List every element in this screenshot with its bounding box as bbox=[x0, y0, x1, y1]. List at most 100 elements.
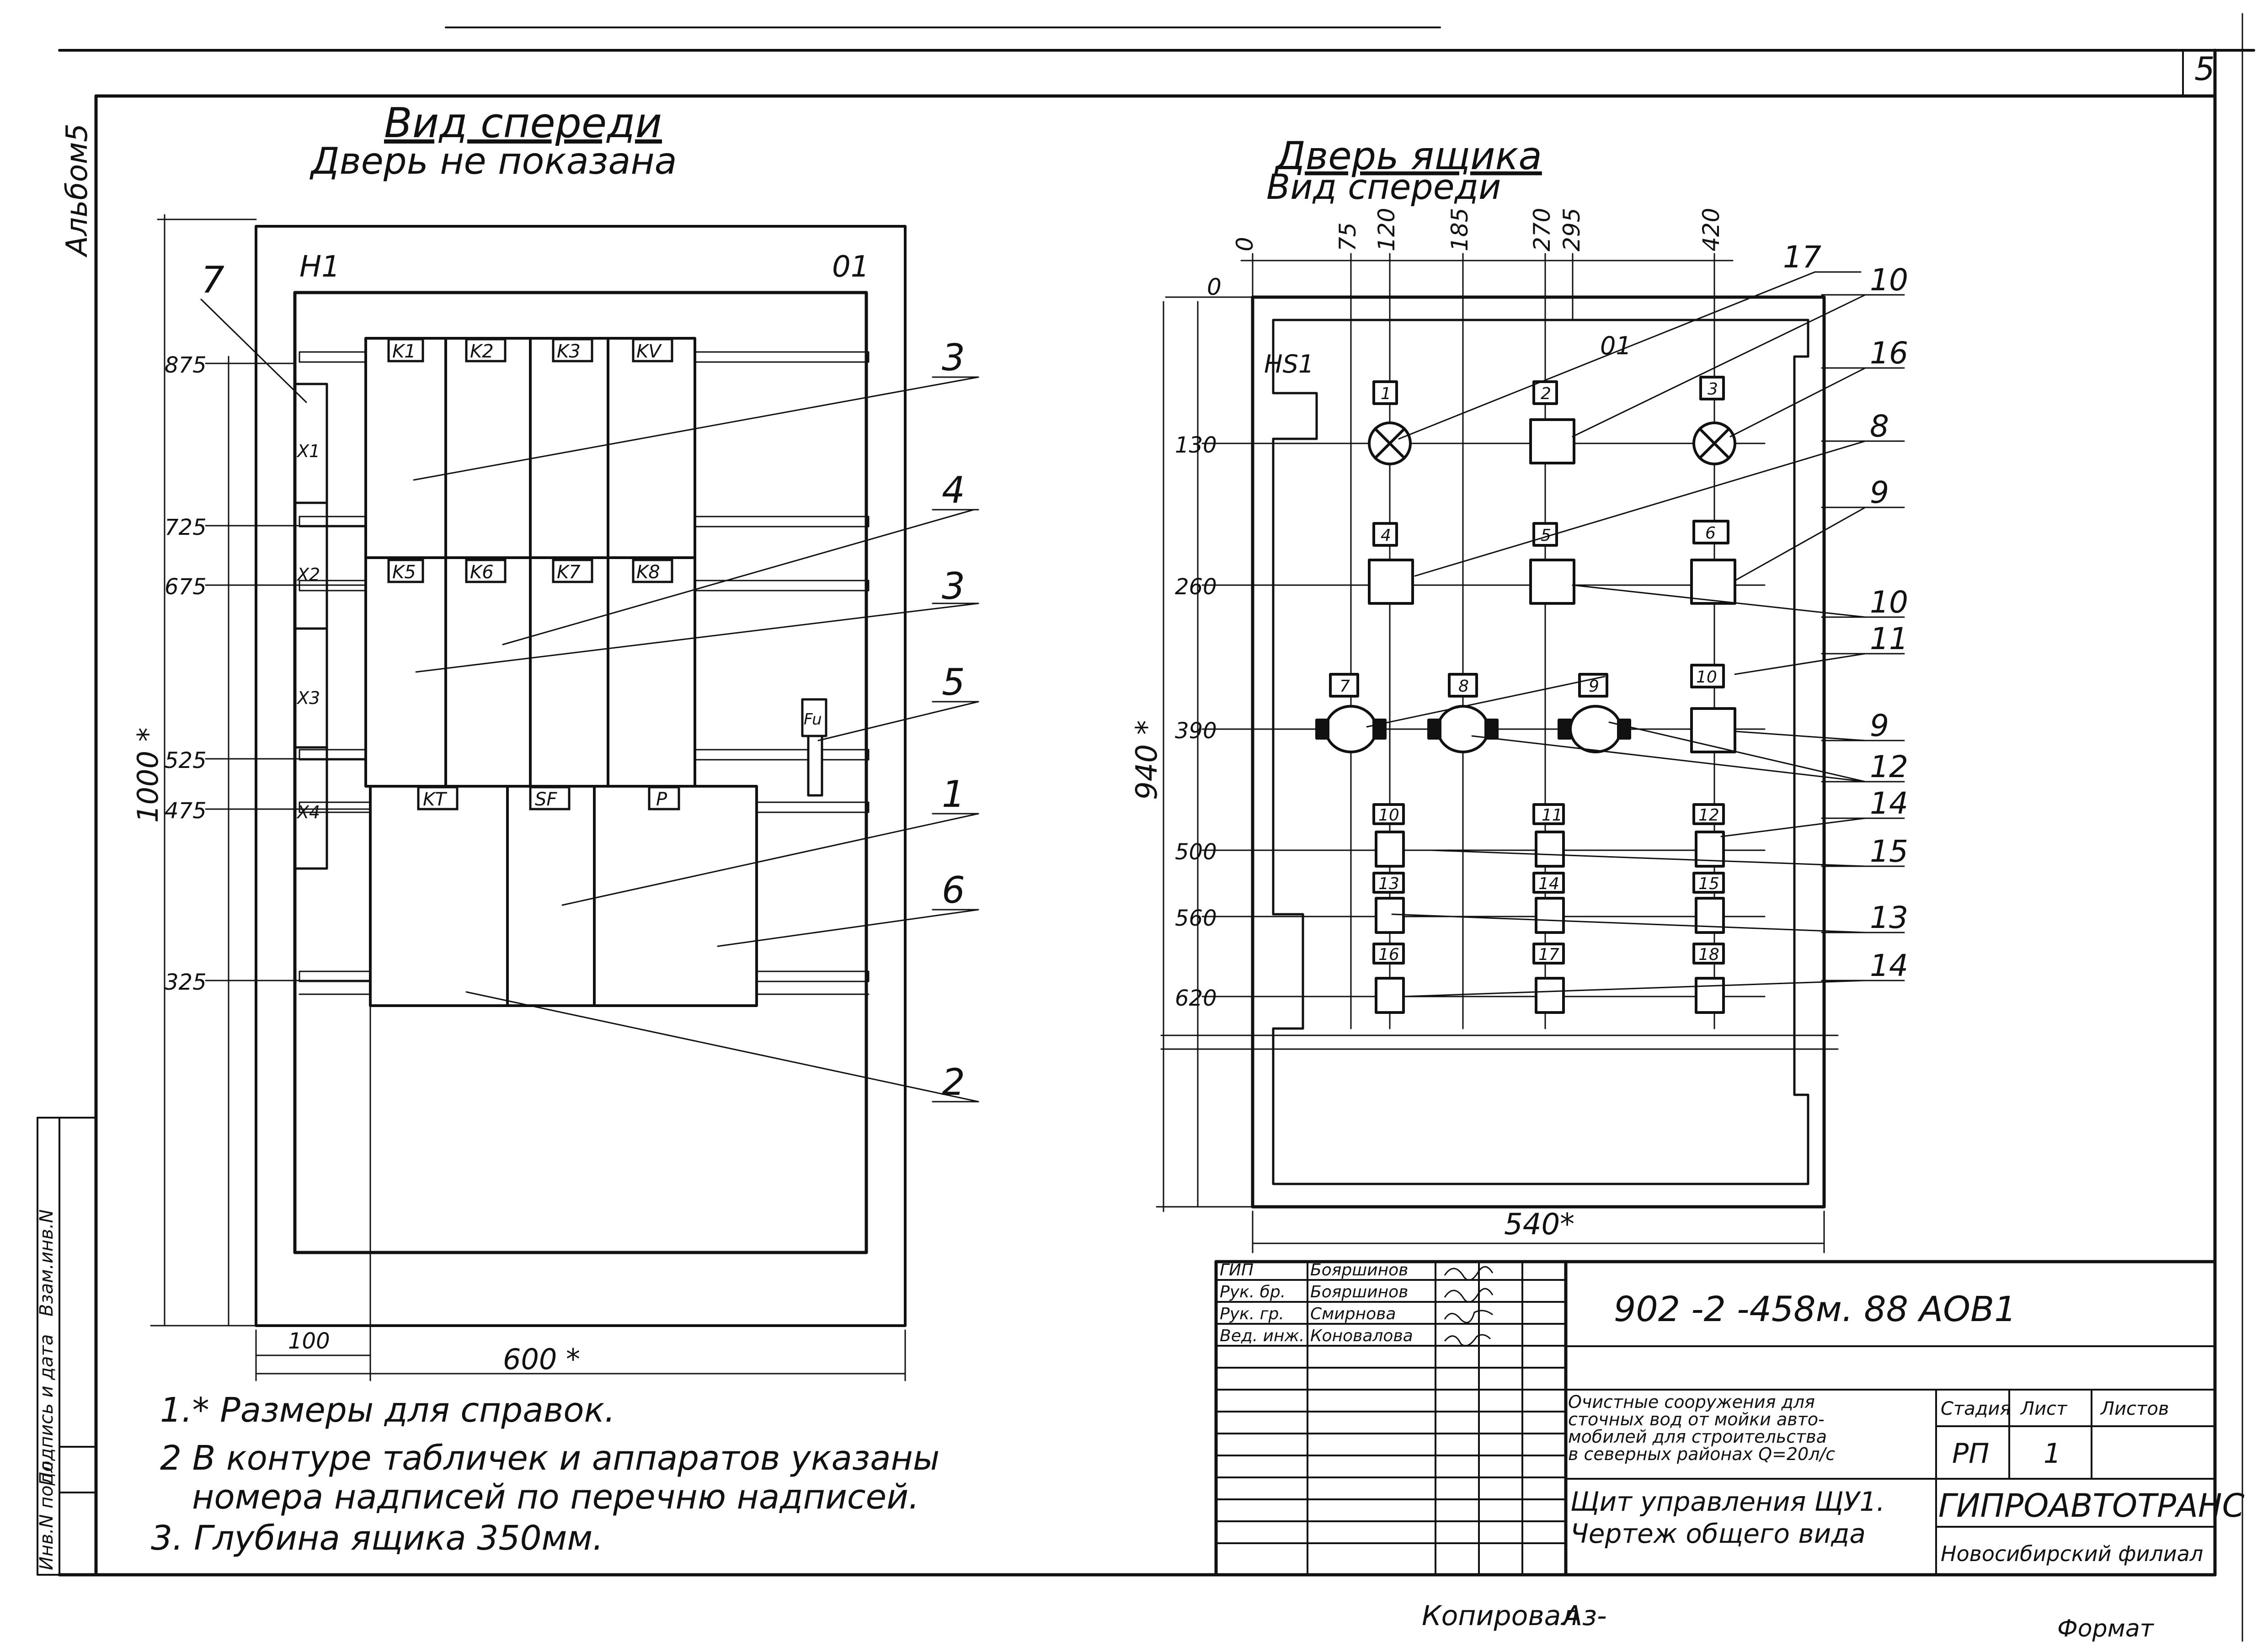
svg-text:12: 12 bbox=[1698, 806, 1719, 825]
svg-text:130: 130 bbox=[1175, 432, 1217, 458]
apparatus-labels: KT SF P bbox=[417, 786, 680, 810]
svg-text:РП: РП bbox=[1952, 1438, 1989, 1470]
object-title: Очистные сооружения для сточных вод от м… bbox=[1568, 1392, 1835, 1464]
relay-block bbox=[364, 337, 696, 788]
terminal-strip bbox=[294, 383, 328, 870]
door-inner-outline bbox=[1272, 319, 1809, 1185]
title-block-columns: Стадия Лист Листов РП 1 bbox=[1941, 1398, 2169, 1470]
svg-text:13: 13 bbox=[1870, 900, 1908, 935]
doc-code: 902 -2 -458м. 88 АОВ1 bbox=[1614, 1289, 2016, 1329]
door-leaders bbox=[1366, 271, 1905, 997]
svg-text:X2: X2 bbox=[296, 565, 320, 585]
svg-text:4: 4 bbox=[942, 469, 965, 512]
copied-by: Копировал bbox=[1422, 1600, 1579, 1632]
apparatus-block bbox=[369, 785, 758, 1007]
svg-text:17: 17 bbox=[1538, 945, 1559, 964]
svg-text:16: 16 bbox=[1870, 336, 1908, 371]
side-stamp-text: Инв.N подл Подпись и дата Взам.инв.N bbox=[36, 1210, 57, 1570]
svg-text:185: 185 bbox=[1446, 208, 1473, 251]
svg-text:15: 15 bbox=[1870, 834, 1908, 869]
svg-text:525: 525 bbox=[165, 748, 207, 773]
front-view bbox=[150, 214, 979, 1381]
front-view-subtitle: Дверь не показана bbox=[310, 140, 677, 182]
svg-text:Инв.N подл: Инв.N подл bbox=[36, 1461, 57, 1570]
front-panel-tag-right: 01 bbox=[832, 250, 869, 284]
svg-text:10: 10 bbox=[1696, 668, 1717, 687]
svg-text:14: 14 bbox=[1538, 874, 1559, 893]
svg-text:6: 6 bbox=[1705, 524, 1716, 543]
svg-text:9: 9 bbox=[1870, 708, 1889, 743]
svg-text:Щит управления ЩУ1.: Щит управления ЩУ1. bbox=[1570, 1486, 1885, 1517]
svg-text:K6: K6 bbox=[470, 562, 494, 583]
album-label: Альбом5 bbox=[60, 123, 94, 258]
svg-text:Листов: Листов bbox=[2100, 1398, 2169, 1419]
org-name: ГИПРОАВТОТРАНС bbox=[1938, 1487, 2245, 1524]
door-width-dim: 540* bbox=[1504, 1208, 1574, 1242]
svg-text:Смирнова: Смирнова bbox=[1310, 1305, 1396, 1323]
svg-text:P: P bbox=[656, 789, 667, 810]
door-panel-tag: HS1 bbox=[1264, 350, 1314, 378]
svg-text:725: 725 bbox=[165, 515, 207, 540]
svg-text:8: 8 bbox=[1870, 409, 1889, 444]
svg-text:ГИП: ГИП bbox=[1220, 1261, 1254, 1279]
svg-text:1: 1 bbox=[1381, 384, 1391, 403]
svg-text:600 *: 600 * bbox=[503, 1343, 580, 1376]
svg-text:K5: K5 bbox=[392, 562, 416, 583]
svg-text:Бояршинов: Бояршинов bbox=[1310, 1283, 1408, 1301]
svg-text:11: 11 bbox=[1542, 806, 1563, 825]
svg-text:KV: KV bbox=[636, 341, 662, 362]
svg-text:9: 9 bbox=[1589, 677, 1599, 696]
svg-text:2: 2 bbox=[1541, 384, 1551, 403]
svg-text:500: 500 bbox=[1175, 839, 1217, 865]
svg-text:K7: K7 bbox=[557, 562, 581, 583]
fuse bbox=[801, 698, 827, 797]
door-panel-tag2: 01 bbox=[1600, 331, 1632, 360]
notes: 1.* Размеры для справок. 2 В контуре таб… bbox=[151, 1391, 939, 1558]
svg-text:75: 75 bbox=[1334, 222, 1361, 251]
svg-text:3: 3 bbox=[942, 565, 965, 608]
door-height-dim: 940 * bbox=[1130, 720, 1164, 800]
svg-text:KT: KT bbox=[423, 789, 448, 810]
drawing-title: Щит управления ЩУ1. Чертеж общего вида bbox=[1570, 1486, 1885, 1549]
svg-text:270: 270 bbox=[1529, 208, 1555, 251]
front-view-title: Вид спереди bbox=[384, 99, 662, 147]
svg-text:Лист: Лист bbox=[2020, 1398, 2068, 1419]
door-left-dims: 130 260 390 500 560 620 bbox=[1175, 432, 1217, 1011]
svg-text:5: 5 bbox=[942, 661, 965, 704]
svg-text:5: 5 bbox=[1541, 526, 1551, 545]
svg-text:X1: X1 bbox=[296, 441, 320, 461]
door-outline bbox=[1251, 295, 1826, 1209]
door-view-title: Дверь ящика bbox=[1274, 133, 1542, 178]
svg-text:SF: SF bbox=[535, 789, 557, 810]
front-height-dim: 1000 * bbox=[131, 728, 165, 823]
svg-text:560: 560 bbox=[1175, 906, 1217, 931]
svg-text:1: 1 bbox=[942, 773, 965, 816]
title-block-roles: ГИП Рук. бр. Рук. гр. Вед. инж. Бояршино… bbox=[1220, 1261, 1413, 1345]
svg-text:18: 18 bbox=[1698, 945, 1719, 964]
svg-text:475: 475 bbox=[165, 798, 207, 824]
door-device-labels: 1 2 3 4 5 6 7 8 9 10 10 11 12 13 14 15 1… bbox=[1339, 380, 1719, 964]
svg-text:11: 11 bbox=[1870, 621, 1908, 656]
door-view bbox=[1156, 253, 1905, 1253]
svg-text:15: 15 bbox=[1698, 874, 1719, 893]
svg-text:10: 10 bbox=[1870, 585, 1908, 620]
svg-text:17: 17 bbox=[1783, 240, 1821, 275]
front-callouts: 7 3 4 3 5 1 6 2 bbox=[201, 259, 965, 1103]
svg-text:Коновалова: Коновалова bbox=[1310, 1327, 1413, 1345]
svg-text:X3: X3 bbox=[296, 688, 320, 708]
svg-text:3: 3 bbox=[1708, 380, 1718, 399]
svg-text:0: 0 bbox=[1232, 237, 1258, 251]
branch-name: Новосибирский филиал bbox=[1941, 1541, 2203, 1566]
door-row-1 bbox=[1368, 376, 1736, 465]
svg-text:мобилей для строительства: мобилей для строительства bbox=[1568, 1427, 1827, 1447]
fuse-label: Fu bbox=[804, 710, 822, 729]
front-panel-tag-left: H1 bbox=[299, 250, 340, 284]
svg-text:2: 2 bbox=[942, 1061, 965, 1103]
svg-text:Рук. гр.: Рук. гр. bbox=[1220, 1305, 1284, 1323]
svg-text:Вед. инж.: Вед. инж. bbox=[1220, 1327, 1304, 1345]
door-top-dims: 0 75 120 185 270 295 420 bbox=[1232, 208, 1724, 251]
svg-text:Рук. бр.: Рук. бр. bbox=[1220, 1283, 1286, 1301]
svg-text:Чертеж общего вида: Чертеж общего вида bbox=[1570, 1518, 1866, 1549]
svg-text:14: 14 bbox=[1870, 948, 1908, 983]
